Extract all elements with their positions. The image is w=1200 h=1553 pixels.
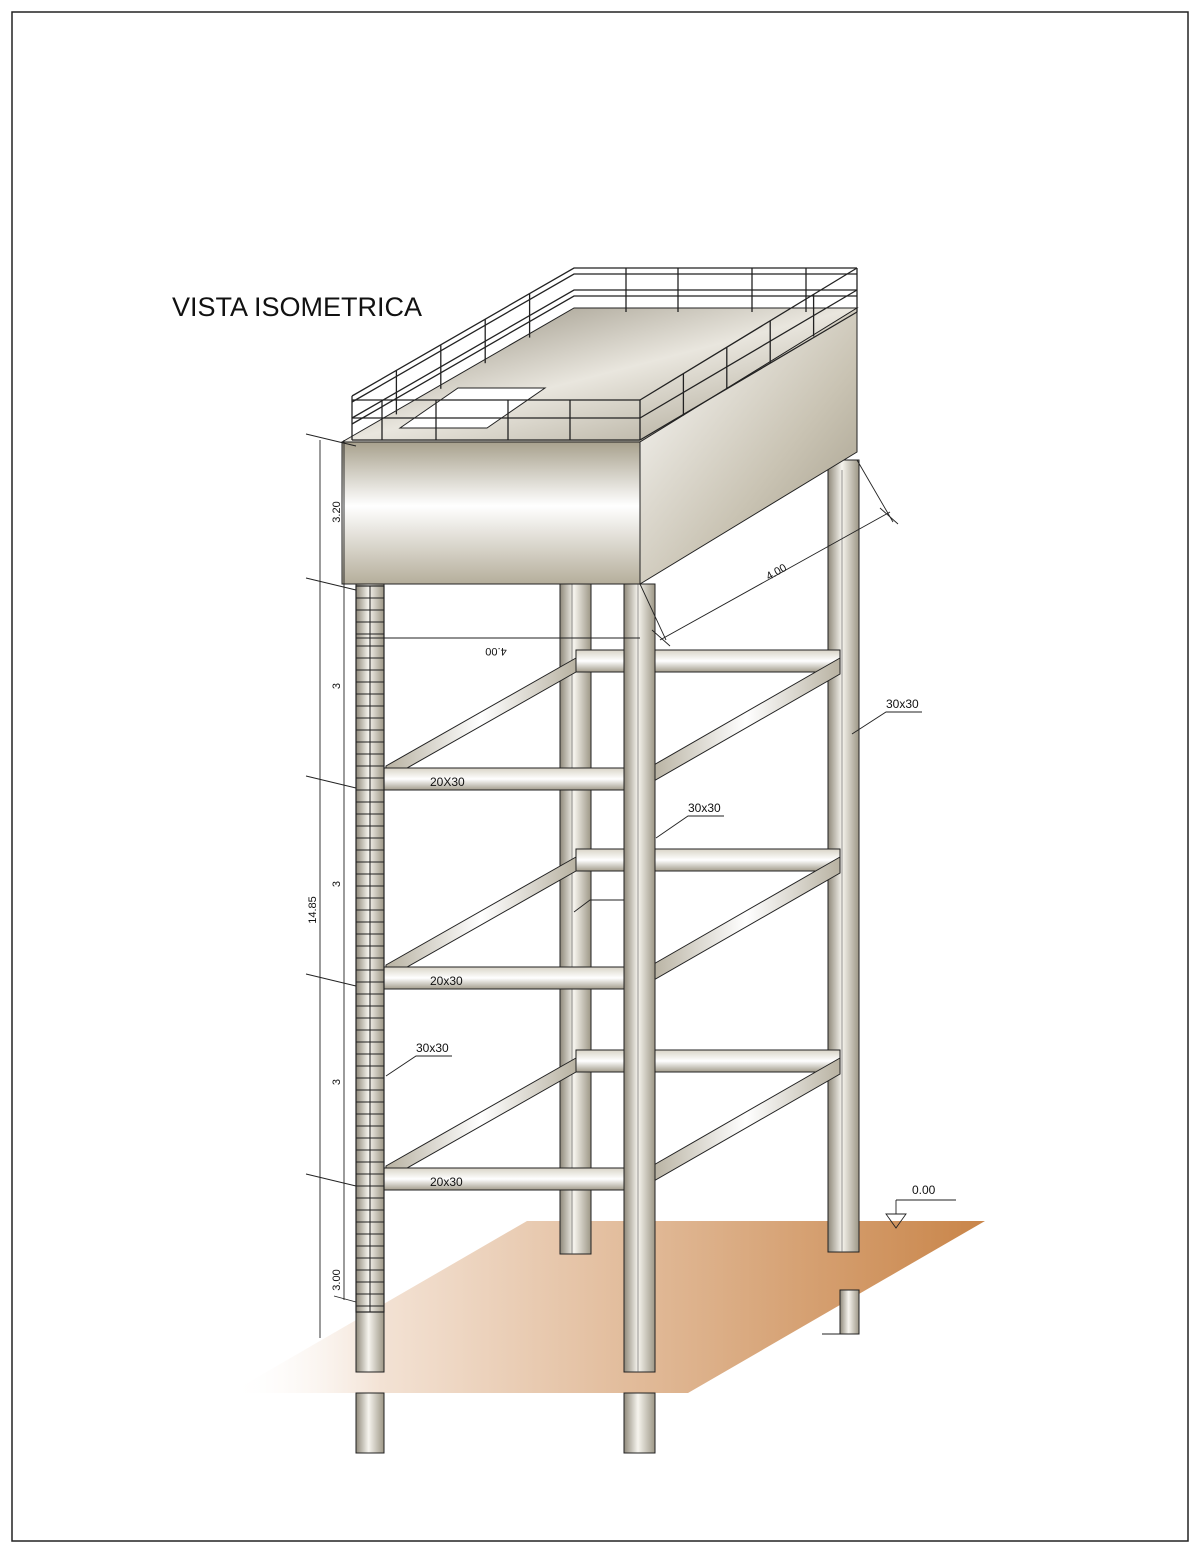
label-beam-middle: 20x30	[430, 974, 463, 988]
dim-width-side: 4.00	[764, 562, 789, 583]
dim-base-height: 3.00	[331, 1269, 343, 1290]
beams-level-lower	[375, 1049, 841, 1191]
column-back-right	[822, 459, 860, 1335]
dim-level-1: 3	[331, 683, 343, 689]
dim-total-height: 14.85	[307, 896, 319, 924]
leader-lines	[385, 711, 956, 1229]
label-column-left: 30x30	[416, 1041, 449, 1055]
dim-tank-height: 3.20	[331, 501, 343, 522]
beams-level-upper	[375, 649, 841, 791]
dim-width-front: 4.00	[485, 645, 506, 657]
label-column-right: 30x30	[886, 697, 919, 711]
water-tank	[340, 307, 859, 585]
dimension-lines-horizontal	[356, 459, 899, 647]
drawing-title: VISTA ISOMETRICA	[172, 292, 422, 322]
dimension-lines-vertical	[305, 433, 357, 1338]
ladder	[355, 585, 385, 1313]
dim-level-3: 3	[331, 1079, 343, 1085]
label-column-mid: 30x30	[688, 801, 721, 815]
ground-plane	[230, 1221, 985, 1393]
beams-level-middle	[375, 848, 841, 990]
railing	[351, 267, 858, 441]
column-front-right	[623, 583, 656, 1454]
column-back-left	[559, 583, 592, 1255]
dim-level-2: 3	[331, 881, 343, 887]
label-beam-upper: 20X30	[430, 775, 465, 789]
sheet-border	[11, 11, 1189, 1542]
label-beam-lower: 20x30	[430, 1175, 463, 1189]
label-ground-level: 0.00	[912, 1183, 936, 1197]
